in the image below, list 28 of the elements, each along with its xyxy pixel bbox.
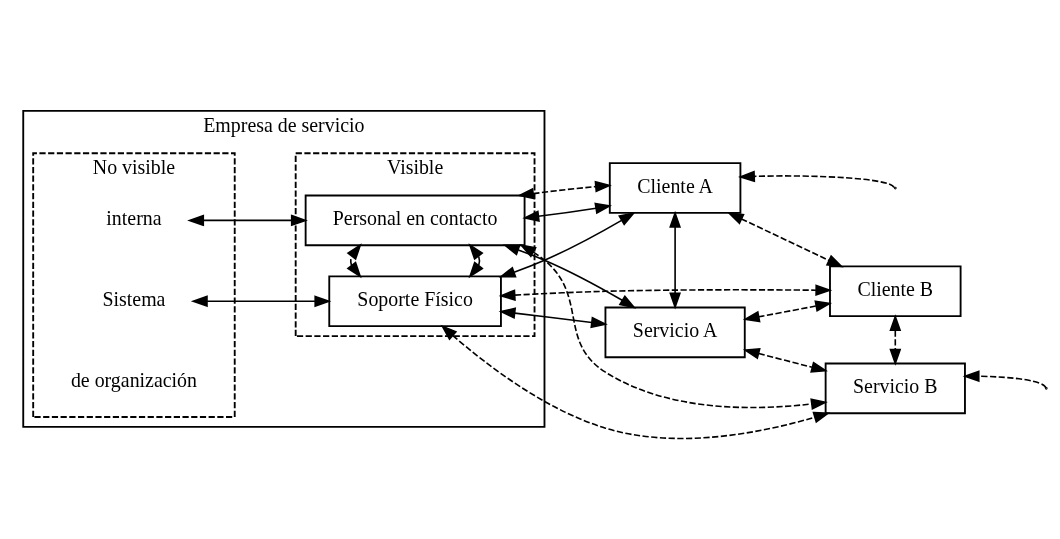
arrow xyxy=(742,347,828,373)
arrow xyxy=(742,299,833,322)
arrow xyxy=(346,242,362,278)
arrow xyxy=(440,324,831,439)
node-box: Servicio B xyxy=(824,362,966,414)
arrow xyxy=(468,242,484,278)
arrow xyxy=(502,244,637,309)
node-box: Cliente A xyxy=(608,161,742,214)
node-text: Sistema xyxy=(102,287,166,310)
arrow xyxy=(669,210,682,309)
arrow xyxy=(498,306,608,328)
node-box: Personal en contacto xyxy=(304,194,526,246)
arrow xyxy=(962,369,1047,389)
node-box: Cliente B xyxy=(829,265,962,317)
arrow xyxy=(726,211,844,267)
arrow xyxy=(519,243,828,410)
node-text: interna xyxy=(106,206,162,229)
arrow xyxy=(738,169,895,188)
node-box: Servicio A xyxy=(604,306,746,358)
node-box: Soporte Físico xyxy=(328,274,502,327)
arrow xyxy=(498,211,636,278)
arrow xyxy=(889,313,902,366)
arrow xyxy=(190,294,332,307)
arrow xyxy=(517,180,612,199)
arrow xyxy=(187,213,308,226)
label: de organización xyxy=(70,368,198,391)
arrow xyxy=(522,202,612,222)
arrow xyxy=(498,283,833,301)
